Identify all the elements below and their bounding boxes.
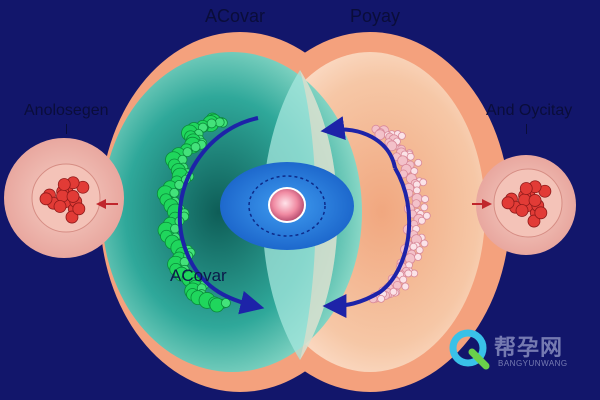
red-cell [72,202,86,216]
label-tick-left [66,124,67,134]
left-cycle-arrow [177,116,265,315]
red-cell [528,194,542,207]
label-right-top: Poyay [350,6,401,26]
red-cell [519,182,533,195]
label-tick-right [526,124,527,134]
pink-cell [422,211,431,220]
pink-cell [414,158,423,167]
pink-cell [415,246,424,255]
green-cell [221,298,231,308]
green-cell [182,147,193,158]
pink-cell [404,269,413,278]
pink-cell [377,294,385,303]
side-dots-right [501,180,552,228]
right-cycle-arrow-top [320,116,397,169]
red-cell [39,192,53,206]
pink-cell [420,203,429,212]
pink-cell [420,239,429,248]
pink-cell [413,186,421,195]
pink-cell [421,195,429,203]
label-left-top: ACovar [205,6,266,26]
green-cell [206,118,217,129]
center-oval-ring [248,175,326,237]
pink-cell [417,216,426,225]
red-cell [515,204,529,217]
pink-cell [386,140,398,152]
pink-cell [397,131,406,140]
green-cell [190,142,201,152]
pink-cell [414,253,422,261]
red-cell [66,190,80,203]
red-cell [501,196,515,210]
label-center: ACovar [170,266,227,285]
red-cell [57,178,71,191]
green-cell-arc [156,112,231,313]
egg-cell [268,187,306,223]
red-cell [534,206,548,220]
watermark-text: 帮孕网 [494,335,564,361]
red-cell [53,200,67,213]
pink-cell [406,152,415,161]
green-cell [214,117,225,128]
pink-cell [411,199,421,209]
watermark-subtext: BANGYUNWANG [498,359,568,368]
side-dots-left [39,176,90,224]
pink-cell [401,282,410,291]
pink-cell [389,287,398,296]
label-side-left: Anolosegen [24,102,109,119]
red-cell [65,210,79,224]
watermark-logo-icon [449,329,490,370]
label-side-right: And Oycitay [486,102,573,119]
pink-cell [399,275,408,284]
right-cycle-arrow [322,166,412,318]
watermark: 帮孕网 BANGYUNWANG [448,326,588,376]
red-cell [527,214,541,228]
